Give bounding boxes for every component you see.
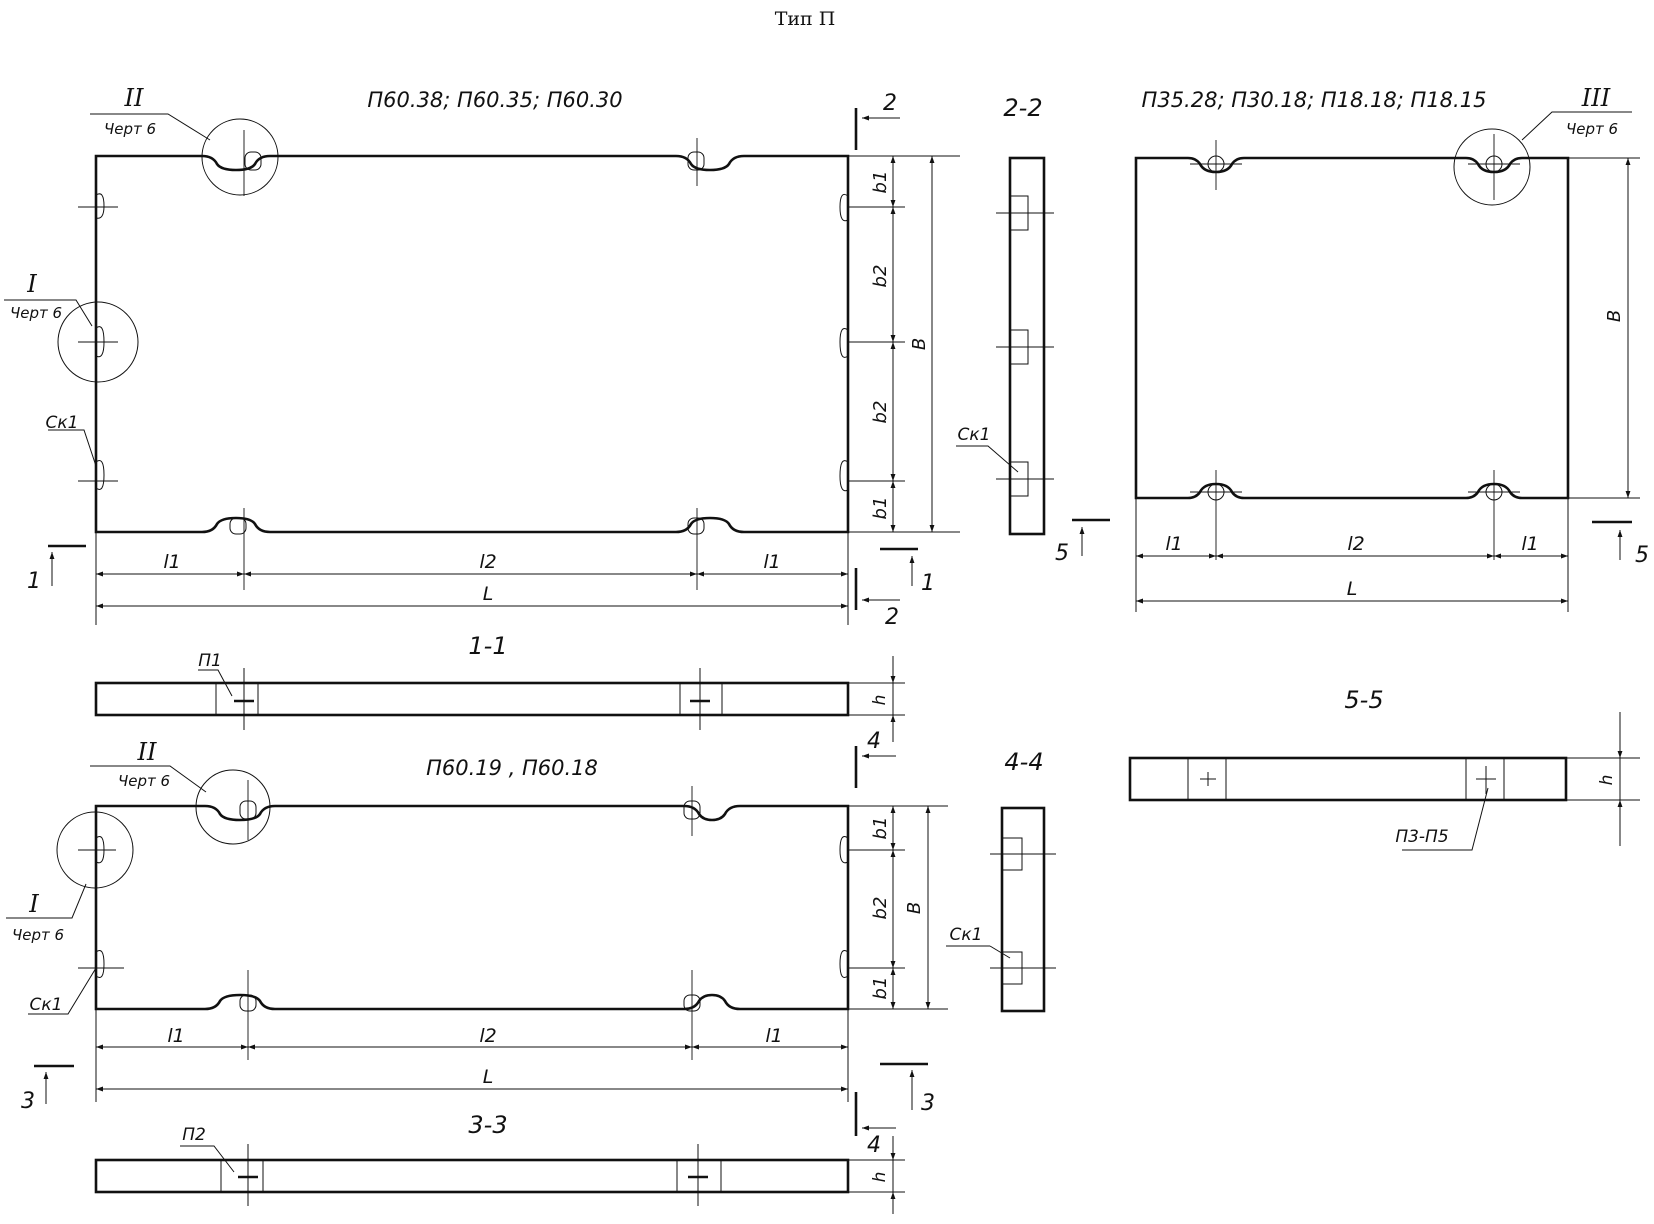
view-b-dim-b1-top: b1 [870,817,891,840]
view-c-callout-iii-ref: Черт 6 [1566,120,1618,138]
plan-view-p60-38 [4,113,850,590]
cut-mark-4-bottom: 4 [867,1133,881,1158]
view-a-horizontal-dims [95,532,849,625]
view-b-dim-l2: l2 [479,1025,496,1047]
view-b-callout-i-ref: Черт 6 [12,926,64,944]
section-1-1-loop-label: П1 [198,651,222,671]
cut-mark-3-right: 3 [921,1091,935,1116]
view-b-dim-b2: b2 [870,897,891,920]
view-a-dim-l1-left: l1 [163,551,180,573]
view-b-dim-l1-left: l1 [167,1025,184,1047]
view-c-dim-l1-left: l1 [1165,533,1182,555]
view-a-dim-b1-bottom: b1 [870,497,891,520]
view-c-dim-l2: l2 [1347,533,1364,555]
cut-mark-5-right: 5 [1635,543,1649,568]
section-3-3 [94,1136,905,1214]
view-c-marks: П35.28; П30.18; П18.18; П18.15 [1142,88,1487,112]
cut-mark-2-bottom: 2 [885,605,899,630]
cut-mark-1-right: 1 [921,571,935,596]
view-b-callout-ii-ref: Черт 6 [118,772,170,790]
view-b-dim-L: L [483,1066,494,1088]
view-c-dim-B: B [1604,310,1625,322]
view-b-callout-ii-numeral: II [137,738,157,766]
view-a-dim-L: L [483,583,494,605]
view-b-dim-B: B [904,902,925,914]
section-4-4-title: 4-4 [1004,748,1043,776]
view-c-dim-l1-right: l1 [1521,533,1538,555]
section-2-2-sk-label: Ск1 [958,425,991,445]
view-a-dim-l1-right: l1 [763,551,780,573]
view-a-vertical-dims [848,155,960,533]
view-b-marks: П60.19 , П60.18 [426,756,598,780]
cut-marks-3-4 [34,746,928,1136]
plan-view-p35-28 [1134,111,1632,560]
section-2-2-title: 2-2 [1003,94,1042,122]
section-3-3-title: 3-3 [468,1111,507,1139]
cut-mark-4-top: 4 [867,729,881,754]
cut-mark-1-left: 1 [27,569,41,594]
section-1-1 [94,656,905,742]
view-a-dim-b2-bottom: b2 [870,401,891,424]
view-a-dim-B: B [909,338,930,350]
cut-mark-3-left: 3 [21,1089,35,1114]
view-b-dim-l1-right: l1 [765,1025,782,1047]
view-a-marks: П60.38; П60.35; П60.30 [367,88,622,112]
section-1-1-title: 1-1 [468,632,507,660]
section-1-1-h-label: h [870,695,890,706]
section-5-5-h-label: h [1597,775,1617,786]
view-b-vertical-dims [848,805,948,1010]
view-c-dim-L: L [1347,578,1358,600]
cut-marks-1-2 [48,108,918,610]
section-3-3-h-label: h [870,1172,890,1183]
cut-mark-5-left: 5 [1055,541,1069,566]
section-3-3-loop-label: П2 [182,1125,206,1145]
view-c-dims [1135,157,1640,612]
drawing-title: Тип П [775,8,836,30]
view-a-dim-b2-top: b2 [870,265,891,288]
view-a-sk-label: Ск1 [46,413,79,433]
cut-mark-2-top: 2 [883,91,897,116]
section-4-4-sk-label: Ск1 [950,925,983,945]
view-a-dim-l2: l2 [479,551,496,573]
view-a-callout-i-numeral: I [26,270,37,298]
view-c-callout-iii-numeral: III [1581,84,1611,112]
section-5-5 [1128,712,1640,851]
section-5-5-loop-label: П3-П5 [1395,827,1448,847]
view-a-callout-ii-numeral: II [124,84,144,112]
section-4-4 [946,806,1056,1013]
view-b-callout-i-numeral: I [28,890,39,918]
plan-view-p60-19 [6,765,850,1060]
cut-marks-5 [1072,518,1632,560]
view-b-sk-label: Ск1 [30,995,63,1015]
view-a-dim-b1-top: b1 [870,171,891,194]
view-a-callout-i-ref: Черт 6 [10,304,62,322]
view-b-horizontal-dims [95,1009,849,1102]
section-5-5-title: 5-5 [1344,686,1383,714]
view-b-dim-b1-bottom: b1 [870,977,891,1000]
view-a-callout-ii-ref: Черт 6 [104,120,156,138]
section-2-2 [956,156,1054,536]
